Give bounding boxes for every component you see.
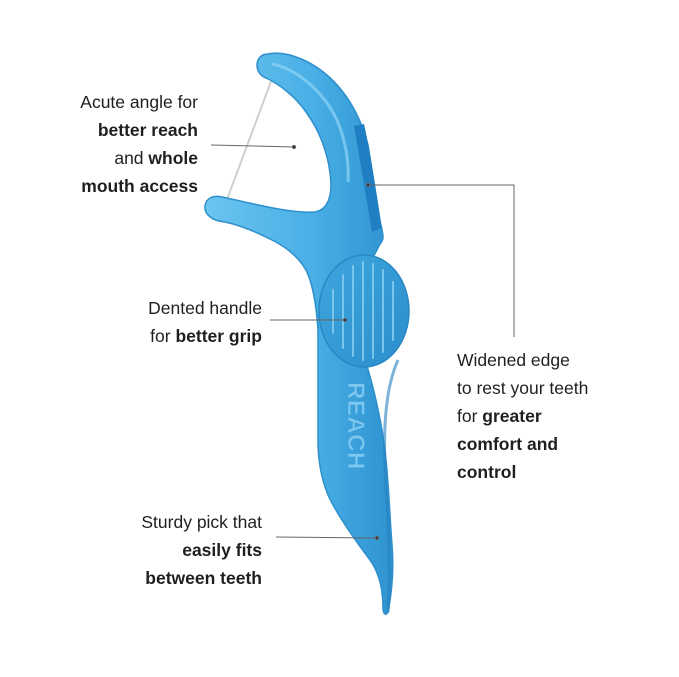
leader-acute xyxy=(210,144,295,148)
callout-bold-text: easily fits xyxy=(182,540,262,560)
callout-acute-angle: Acute angle for better reach and whole m… xyxy=(40,88,198,200)
callout-text: for xyxy=(150,326,176,346)
callout-text: for xyxy=(457,406,483,426)
floss-string xyxy=(218,67,277,222)
grip-ridges xyxy=(332,261,394,361)
widened-edge xyxy=(354,124,382,232)
handle-shade xyxy=(383,359,400,613)
callout-bold-text: better reach xyxy=(97,120,198,140)
callout-bold-text: greater xyxy=(482,406,542,426)
callout-bold-text: mouth access xyxy=(81,176,198,196)
callout-text: Widened edge xyxy=(457,350,570,370)
callout-bold-text: comfort and xyxy=(457,434,559,454)
callout-dented-handle: Dented handle for better grip xyxy=(100,294,262,350)
callout-text: to rest your teeth xyxy=(457,378,589,398)
callout-text: and xyxy=(114,148,149,168)
callout-text: Dented handle xyxy=(148,298,262,318)
arm-highlight xyxy=(271,62,350,183)
brand-emboss: REACH xyxy=(342,382,369,470)
leader-lines xyxy=(210,144,515,541)
callout-text: Acute angle for xyxy=(80,92,198,112)
callout-bold-text: better grip xyxy=(175,326,262,346)
callout-text: Sturdy pick that xyxy=(141,512,262,532)
leader-widened xyxy=(368,184,515,337)
callout-bold-text: control xyxy=(457,462,517,482)
callout-bold-text: whole xyxy=(148,148,198,168)
callout-bold-text: between teeth xyxy=(145,568,262,588)
leader-sturdy xyxy=(275,536,378,539)
callout-widened-edge: Widened edge to rest your teeth for grea… xyxy=(457,346,657,486)
callout-sturdy-pick: Sturdy pick that easily fits between tee… xyxy=(90,508,262,592)
